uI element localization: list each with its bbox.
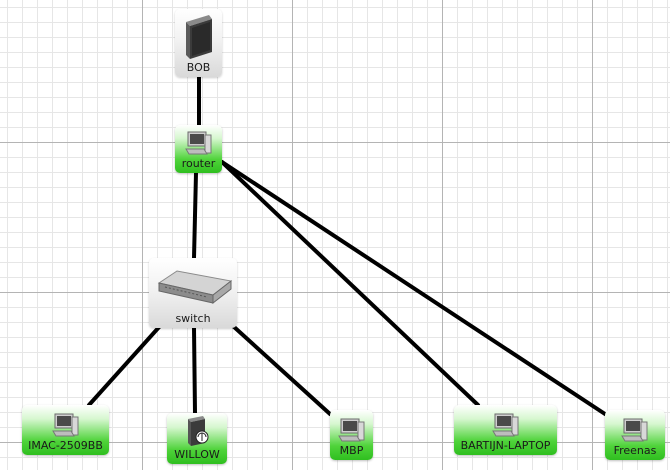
node-willow[interactable]: WILLOW [167,413,227,464]
node-label: BOB [186,61,211,74]
computer-icon [184,131,211,155]
node-bartijn[interactable]: BARTIJN-LAPTOP [454,405,557,455]
link-router-freenas [220,160,607,416]
server-icon [185,15,212,59]
link-router-switch [192,171,198,260]
node-imac[interactable]: IMAC-2509BB [22,405,109,455]
computer-icon [51,413,78,437]
link-switch-mbp [231,324,332,416]
link-switch-willow [192,326,197,415]
link-router-bartijn [220,160,480,407]
node-label: MBP [339,444,364,457]
node-bob[interactable]: BOB [175,9,222,77]
node-label: Freenas [613,444,657,457]
node-label: IMAC-2509BB [28,439,103,452]
switch-icon [157,270,233,305]
node-label: router [181,157,216,170]
computer-icon [337,418,364,442]
node-freenas[interactable]: Freenas [605,410,665,460]
node-label: WILLOW [174,448,220,461]
node-label: BARTIJN-LAPTOP [460,439,551,452]
computer-icon [491,413,518,437]
windows-server-icon [188,416,209,446]
node-mbp[interactable]: MBP [330,410,373,460]
node-label: switch [175,312,211,325]
link-switch-imac [87,324,162,407]
node-router[interactable]: router [175,125,222,173]
computer-icon [621,418,648,442]
node-switch[interactable]: switch [149,258,237,328]
